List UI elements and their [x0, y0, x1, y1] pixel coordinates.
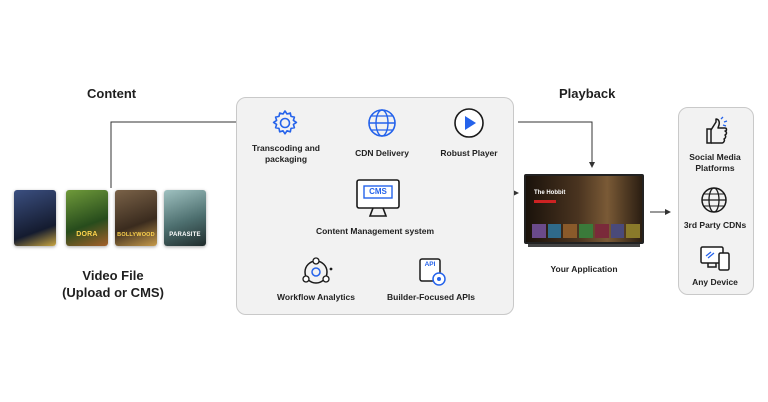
playback-heading: Playback — [559, 86, 616, 101]
poster-2-title: DORA — [76, 231, 98, 238]
transcoding-line1: Transcoding and — [251, 143, 320, 153]
cdn-delivery-label: CDN Delivery — [355, 148, 409, 158]
poster-1 — [14, 190, 56, 246]
play-icon — [454, 108, 484, 138]
tv-screen: The Hobbit — [524, 174, 644, 244]
globe-icon — [368, 109, 396, 137]
source-to-transcode-line — [110, 121, 262, 188]
video-file-line1: Video File — [82, 268, 144, 283]
cms-label: Content Management system — [315, 226, 435, 236]
workflow-analytics-label: Workflow Analytics — [277, 292, 355, 302]
transcoding-line2: packaging — [264, 154, 308, 164]
social-line2: Platforms — [695, 163, 735, 173]
video-file-label: Video File (Upload or CMS) — [40, 267, 186, 301]
builder-apis-label: Builder-Focused APIs — [386, 292, 475, 302]
devices-icon — [700, 246, 730, 271]
social-line1: Social Media — [689, 152, 741, 162]
thumbs-up-icon — [706, 116, 728, 144]
player-to-app-arrow — [518, 121, 595, 168]
content-heading: Content — [87, 86, 137, 101]
analytics-icon — [302, 257, 333, 284]
tv-title: The Hobbit — [534, 190, 566, 196]
transcoding-label: Transcoding and packaging — [243, 143, 329, 165]
your-application-label: Your Application — [550, 264, 618, 274]
poster-4-title: PARASITE — [169, 232, 201, 238]
poster-2: DORA — [66, 190, 108, 246]
poster-4: PARASITE — [164, 190, 206, 246]
globe-icon — [701, 187, 727, 213]
third-party-cdns-label: 3rd Party CDNs — [683, 220, 747, 230]
robust-player-label: Robust Player — [440, 148, 498, 158]
poster-3-title: BOLLYWOOD — [117, 232, 155, 238]
gear-icon — [272, 110, 298, 135]
api-icon-text: API — [424, 261, 436, 268]
cms-icon-text: CMS — [369, 187, 387, 196]
video-file-line2: (Upload or CMS) — [62, 285, 164, 300]
poster-3: BOLLYWOOD — [115, 190, 157, 246]
any-device-label: Any Device — [692, 277, 738, 287]
cms-monitor-icon: CMS — [351, 177, 405, 221]
tv-application: The Hobbit — [524, 174, 644, 250]
api-icon: API — [416, 256, 448, 288]
social-media-label: Social Media Platforms — [681, 152, 749, 174]
